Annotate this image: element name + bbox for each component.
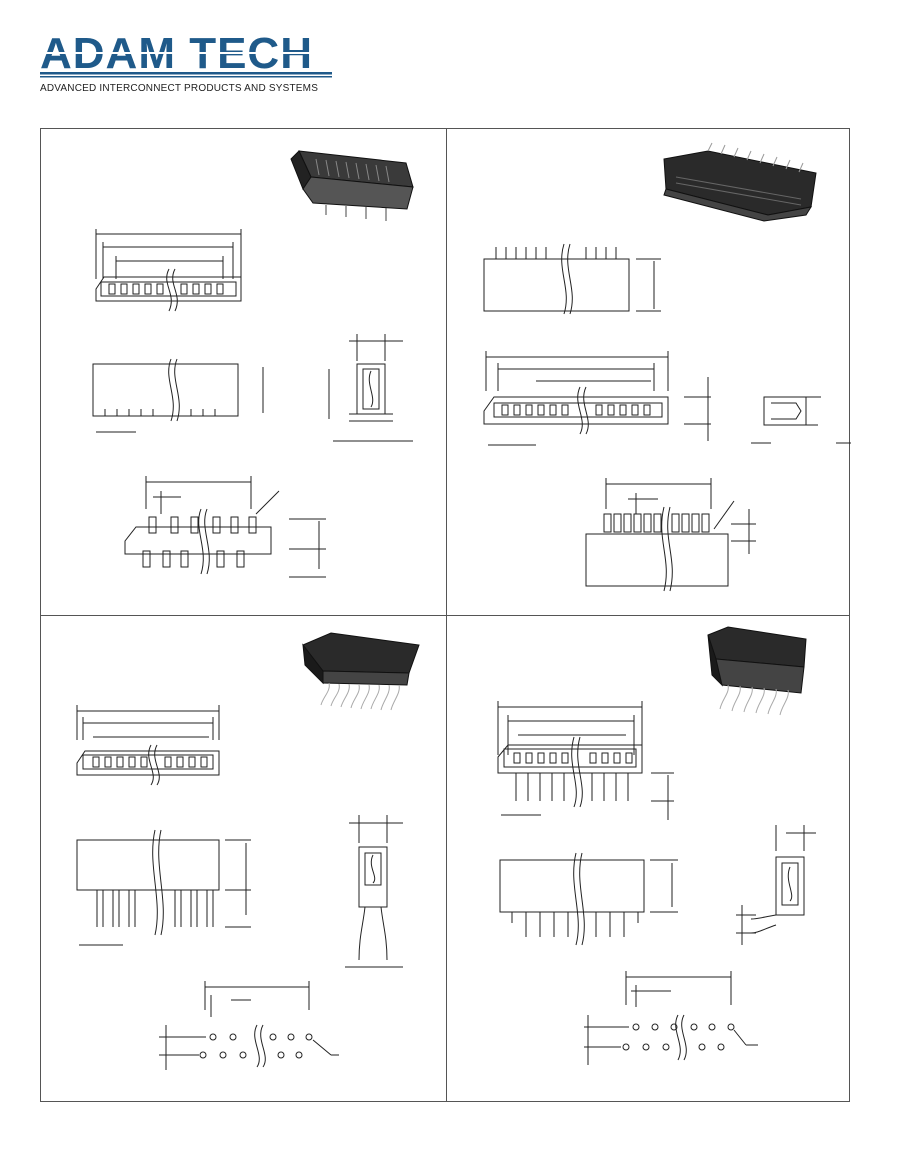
horizontal-divider [41, 615, 849, 616]
front-view-drawing [499, 852, 678, 946]
pcb-footprint-drawing [584, 971, 758, 1065]
panel-top-right [446, 129, 851, 615]
pcb-footprint-drawing [124, 476, 326, 578]
top-view-drawing [497, 701, 674, 820]
panel-top-left [41, 129, 446, 615]
pcb-footprint-drawing [585, 478, 756, 592]
front-view-drawing [92, 358, 264, 433]
front-view-drawing [483, 243, 661, 315]
top-view-drawing [483, 351, 711, 446]
side-view-drawing [736, 825, 816, 945]
surface-mount-header-photo [663, 142, 817, 222]
pcb-footprint-drawing [159, 981, 339, 1070]
panel-bottom-right [446, 615, 851, 1103]
front-view-drawing [76, 829, 251, 946]
drawing-sheet [40, 128, 851, 1103]
side-view-drawing [328, 334, 413, 442]
right-angle-header-photo [302, 632, 420, 711]
adam-tech-logo: ADAM TECH [40, 30, 340, 78]
side-view-drawing [345, 815, 403, 968]
side-view-drawing [751, 396, 851, 444]
brand-tagline: ADVANCED INTERCONNECT PRODUCTS AND SYSTE… [40, 83, 319, 94]
right-angle-shrouded-header-photo [707, 626, 807, 716]
panel-bottom-left [41, 615, 446, 1103]
vertical-box-header-photo [290, 150, 414, 221]
top-view-drawing [95, 229, 242, 312]
top-view-drawing [76, 705, 220, 786]
